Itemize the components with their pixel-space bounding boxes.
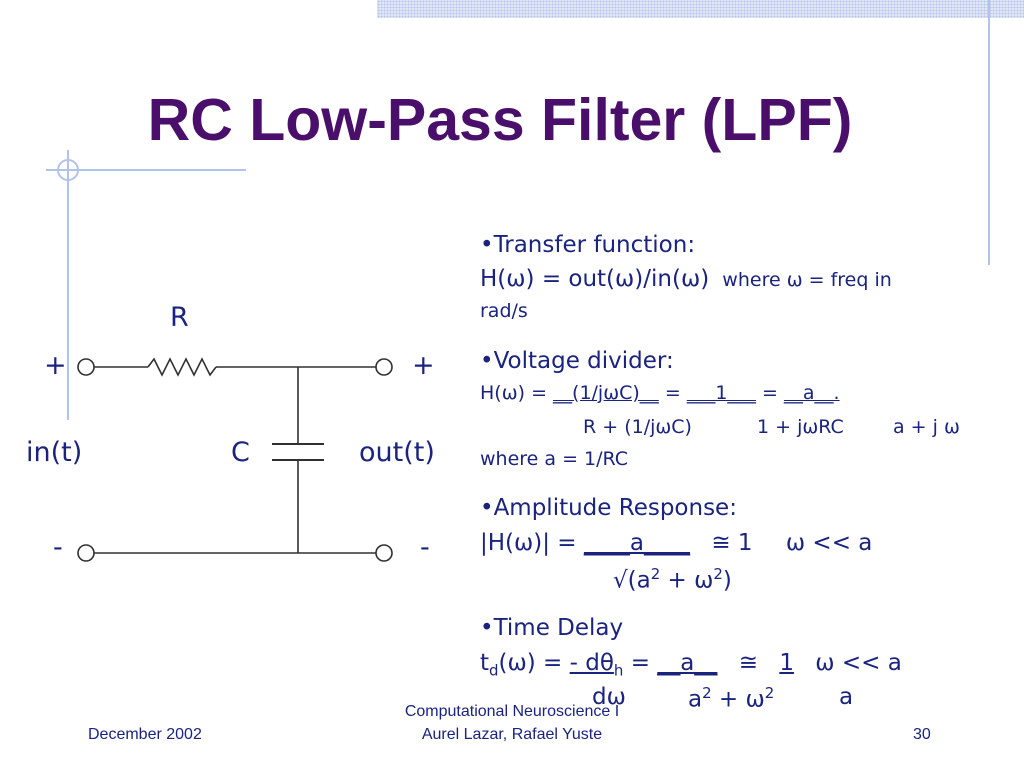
divider-heading: •Voltage divider: xyxy=(480,348,674,374)
amplitude-denominator: √(a2 + ω2) xyxy=(613,565,732,594)
transfer-equation: H(ω) = out(ω)/in(ω) xyxy=(480,266,710,292)
delay-numerator-line: td(ω) = - dθh = __a__ ≅ 1 ω << a xyxy=(480,650,902,680)
output-label: out(t) xyxy=(359,437,435,468)
divider-lhs: H(ω) = xyxy=(480,382,554,404)
transfer-note: where ω = freq in xyxy=(722,269,892,291)
delay-num2: __a__ xyxy=(657,650,718,676)
delay-condition: ω << a xyxy=(815,650,902,676)
input-minus-terminal xyxy=(77,544,95,562)
amplitude-condition: ω << a xyxy=(785,530,873,556)
amplitude-numerator-line: |H(ω)| = ____a____ ≅ 1 ω << a xyxy=(480,530,872,556)
divider-where: where a = 1/RC xyxy=(480,448,629,470)
amplitude-num: ____a____ xyxy=(583,530,691,556)
delay-heading: •Time Delay xyxy=(480,615,624,641)
divider-den3: a + j ω xyxy=(893,416,960,438)
delay-approx: ≅ xyxy=(738,650,758,676)
slide-title: RC Low-Pass Filter (LPF) xyxy=(147,87,853,153)
footer-authors: Aurel Lazar, Rafael Yuste xyxy=(421,726,603,743)
transfer-heading: •Transfer function: xyxy=(480,232,696,258)
transfer-equation-line: H(ω) = out(ω)/in(ω) where ω = freq in xyxy=(480,266,892,292)
output-minus-sign: - xyxy=(420,532,430,563)
input-label: in(t) xyxy=(26,437,83,468)
resistor-label: R xyxy=(170,302,189,333)
amplitude-lhs: |H(ω)| = xyxy=(480,530,584,556)
rc-circuit-diagram xyxy=(77,357,393,562)
amplitude-approx: ≅ 1 xyxy=(711,530,753,556)
delay-den1: dω xyxy=(592,684,626,710)
delay-den2: a2 + ω2 xyxy=(688,684,775,713)
divider-den1: R + (1/jωC) xyxy=(583,416,692,438)
top-decorative-band xyxy=(377,0,1024,18)
output-minus-terminal xyxy=(375,544,393,562)
divider-num2: ___1___ xyxy=(686,382,756,404)
divider-eq1: = xyxy=(658,382,687,404)
decor-circle xyxy=(57,159,79,181)
input-minus-sign: - xyxy=(53,532,63,563)
divider-den2: 1 + jωRC xyxy=(757,416,844,438)
capacitor-label: C xyxy=(231,437,250,468)
delay-num3: 1 xyxy=(779,650,794,676)
footer-page-number: 30 xyxy=(913,726,931,743)
divider-num1: __(1/jωC)__ xyxy=(553,382,659,404)
transfer-note-units: rad/s xyxy=(480,300,528,322)
divider-eq2: = xyxy=(755,382,784,404)
resistor-symbol xyxy=(147,357,217,377)
input-plus-sign: + xyxy=(44,350,67,381)
divider-numerator-line: H(ω) = __(1/jωC)__ = ___1___ = __a__. xyxy=(480,382,840,404)
output-plus-terminal xyxy=(375,358,393,376)
amplitude-heading: •Amplitude Response: xyxy=(480,495,737,521)
delay-den3: a xyxy=(839,684,854,710)
footer-date: December 2002 xyxy=(88,726,202,743)
footer-course: Computational Neuroscience I xyxy=(404,703,620,720)
divider-num3: __a__. xyxy=(783,382,840,404)
input-plus-terminal xyxy=(77,358,95,376)
output-plus-sign: + xyxy=(412,350,435,381)
delay-num1: - dθh xyxy=(569,650,624,680)
